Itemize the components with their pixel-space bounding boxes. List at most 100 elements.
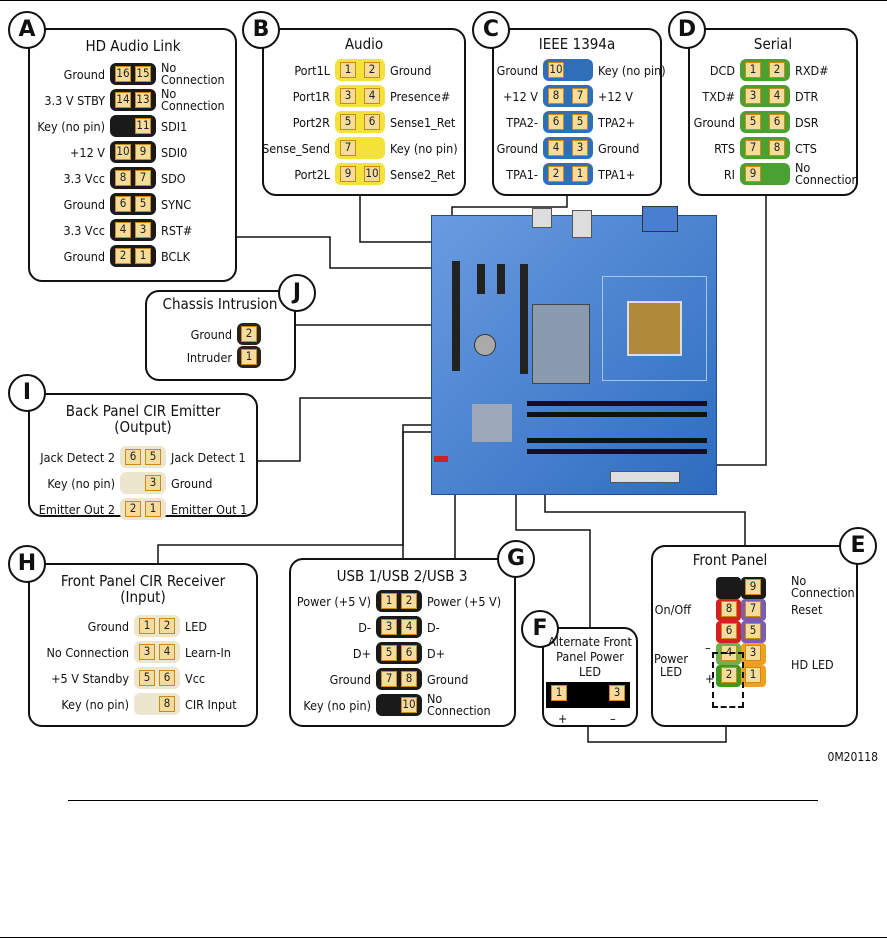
- cpu: [627, 301, 682, 356]
- figure-code: 0M20118: [827, 750, 878, 764]
- pin-label-left: D+: [352, 646, 371, 661]
- pin-7: 7: [340, 140, 356, 156]
- pin-label-left: Power LED: [654, 651, 688, 679]
- pin-label-right: Key (no pin): [390, 141, 458, 156]
- connector-title: Front Panel CIR Receiver (Input): [60, 572, 226, 606]
- pin-7: 7: [745, 601, 761, 617]
- pin-9: 9: [135, 144, 151, 160]
- pin-5: 5: [381, 645, 397, 661]
- callout-g: G: [497, 540, 535, 578]
- pin-3: 3: [145, 475, 161, 491]
- polarity-minus: –: [705, 640, 711, 655]
- pin-3: 3: [745, 88, 761, 104]
- pin-label-left: Emitter Out 2: [38, 502, 115, 517]
- pin-label-right: SDO: [161, 171, 186, 186]
- pin-label-left: Ground: [87, 619, 129, 634]
- pin-8: 8: [401, 671, 417, 687]
- pin-label-left: Ground: [693, 115, 735, 130]
- pin-label-left: D-: [358, 620, 371, 635]
- pin-10: 10: [364, 166, 380, 182]
- pin-5: 5: [145, 449, 161, 465]
- pin-label-right: Sense2_Ret: [390, 167, 456, 182]
- pin-label-left: No Connection: [46, 645, 130, 660]
- pin-6: 6: [721, 623, 737, 639]
- pin-1: 1: [241, 349, 257, 365]
- pin-4: 4: [548, 140, 564, 156]
- pin-label-left: Ground: [63, 249, 105, 264]
- pin-label-left: Port2R: [292, 115, 330, 130]
- polarity-plus: +: [558, 711, 568, 726]
- pin-3: 3: [135, 222, 151, 238]
- pin-5: 5: [572, 114, 588, 130]
- motherboard-image: [431, 206, 717, 495]
- pin-2: 2: [721, 667, 737, 683]
- power-led-outline: [712, 652, 744, 708]
- pin-label-left: Ground: [63, 67, 105, 82]
- pin-8: 8: [769, 140, 785, 156]
- pin-label-left: RTS: [714, 141, 735, 156]
- io-chip: [472, 404, 512, 442]
- callout-a: A: [8, 11, 46, 49]
- connector-title: Chassis Intrusion: [162, 295, 278, 313]
- connector-box-i: [28, 393, 258, 517]
- pin-1: 1: [145, 501, 161, 517]
- pin-label-right: Sense1_Ret: [390, 115, 456, 130]
- pin-label-right: Jack Detect 1: [171, 450, 246, 465]
- pin-7: 7: [381, 671, 397, 687]
- battery: [474, 334, 496, 356]
- callout-f: F: [521, 610, 559, 648]
- pin-3: 3: [572, 140, 588, 156]
- pin-9: 9: [745, 579, 761, 595]
- pin-4: 4: [159, 644, 175, 660]
- pin-10: 10: [115, 144, 131, 160]
- header-body-left: [716, 577, 741, 599]
- pin-8: 8: [721, 601, 737, 617]
- pin-label-left: 3.3 Vcc: [63, 171, 105, 186]
- pin-4: 4: [115, 222, 131, 238]
- chipset-heatsink: [532, 304, 590, 384]
- cpu-socket: [602, 276, 707, 381]
- pin-3: 3: [340, 88, 356, 104]
- pin-label-left: Key (no pin): [303, 698, 371, 713]
- pin-7: 7: [745, 140, 761, 156]
- pin-label-left: 3.3 V STBY: [44, 93, 105, 108]
- pin-label-left: +5 V Standby: [51, 671, 129, 686]
- pin-6: 6: [548, 114, 564, 130]
- pin-1: 1: [340, 62, 356, 78]
- connector-title: Serial: [753, 35, 793, 53]
- pin-5: 5: [745, 623, 761, 639]
- pin-label-right: RXD#: [795, 63, 829, 78]
- pin-5: 5: [135, 196, 151, 212]
- pin-1: 1: [381, 593, 397, 609]
- pin-label-right: No Connection: [161, 86, 225, 113]
- pin-2: 2: [364, 62, 380, 78]
- connector-title: Audio: [344, 35, 384, 53]
- atx-power-connector: [610, 471, 680, 483]
- vga-port: [642, 206, 678, 232]
- pin-2: 2: [241, 326, 257, 342]
- pin-label-left: RI: [723, 167, 735, 182]
- pin-label-left: Ground: [63, 197, 105, 212]
- pin-label-right: RST#: [161, 223, 193, 238]
- pin-label-left: Sense_Send: [262, 141, 330, 156]
- pin-label-right: Key (no pin): [598, 63, 666, 78]
- pin-label-right: Ground: [598, 141, 640, 156]
- connector-title: USB 1/USB 2/USB 3: [336, 567, 468, 585]
- pin-label-right: SYNC: [161, 197, 192, 212]
- pin-label-left: Port1L: [294, 63, 330, 78]
- pin-label-left: Key (no pin): [61, 697, 129, 712]
- pin-label-right: BCLK: [161, 249, 190, 264]
- pin-label-left: On/Off: [654, 602, 691, 617]
- pcie-slot: [497, 264, 505, 294]
- connector-title: IEEE 1394a: [538, 35, 616, 53]
- pin-8: 8: [548, 88, 564, 104]
- connector-title: Back Panel CIR Emitter (Output): [65, 402, 221, 436]
- pin-3: 3: [609, 685, 625, 701]
- pin-3: 3: [745, 645, 761, 661]
- callout-c: C: [472, 11, 510, 49]
- pin-2: 2: [548, 166, 564, 182]
- pin-1: 1: [745, 667, 761, 683]
- pcie-slot: [477, 264, 485, 294]
- pin-label-right: Ground: [171, 476, 213, 491]
- pin-label-left: Intruder: [186, 350, 232, 365]
